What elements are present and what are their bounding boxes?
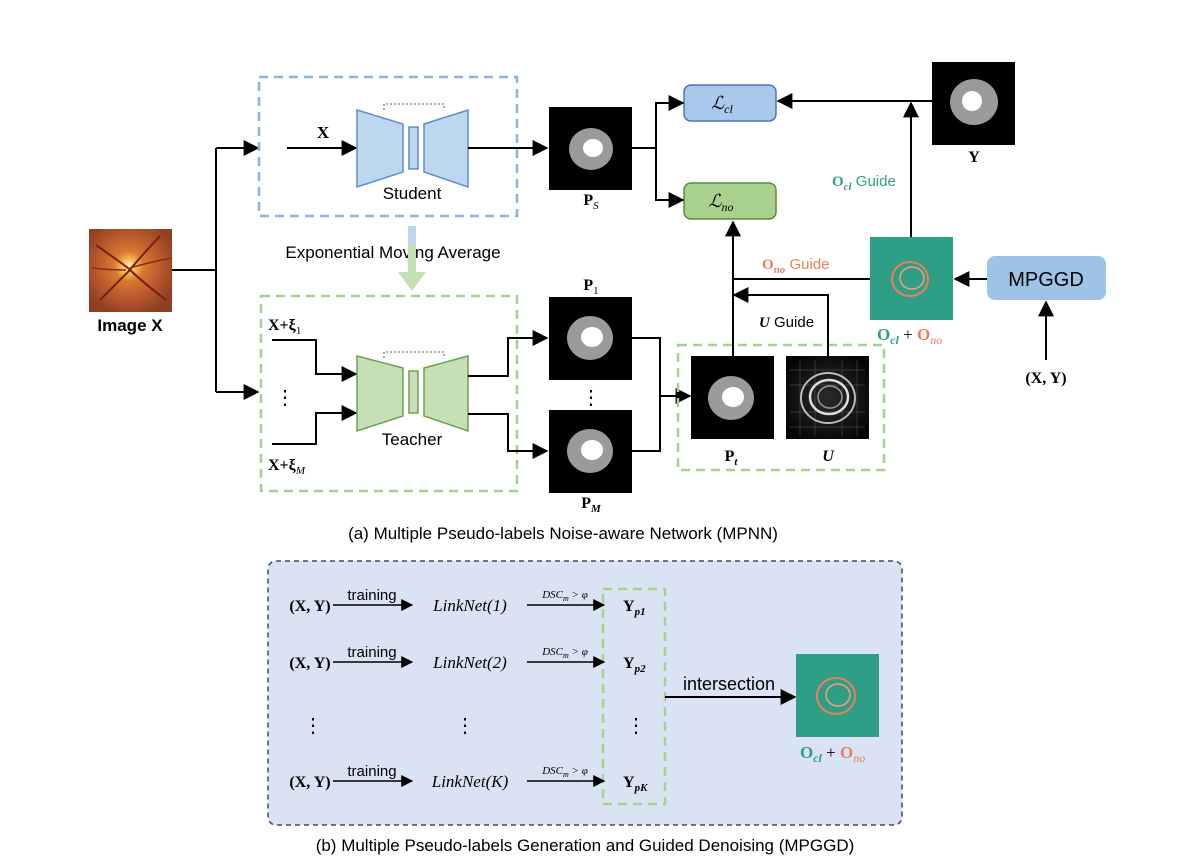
result-ocl-ono-image <box>796 654 879 737</box>
rowk-xy: (X, Y) <box>289 774 330 791</box>
loss-no-box: ℒno <box>683 182 777 220</box>
uncertainty-map-image <box>786 356 869 439</box>
rowk-condition: DSCm > φ <box>541 765 588 779</box>
row1-training: training <box>347 587 396 604</box>
panel-b-row-2: (X, Y) training LinkNet(2) DSCm > φ Yp2 <box>289 644 646 675</box>
loss-cl-box: ℒcl <box>683 84 777 122</box>
row2-condition: DSCm > φ <box>541 646 588 660</box>
row1-xy: (X, Y) <box>289 598 330 615</box>
ono-guide-label: Ono Guide <box>762 256 830 276</box>
row2-training: training <box>347 644 396 661</box>
p1-prediction-image <box>549 297 632 380</box>
p-to-pt-lines <box>632 337 692 452</box>
pm-prediction-image <box>549 410 632 493</box>
x-input-label: X <box>317 123 330 142</box>
row2-xy: (X, Y) <box>289 655 330 672</box>
ps-to-loss-lines <box>632 95 685 208</box>
rowk-linknet: LinkNet(K) <box>431 772 509 791</box>
u-guide-label: U Guide <box>759 314 814 331</box>
loss-cl-text: ℒcl <box>711 93 733 116</box>
pt-image <box>691 356 774 439</box>
ono-guide-arrow <box>725 220 870 280</box>
caption-a: (a) Multiple Pseudo-labels Noise-aware N… <box>348 524 778 543</box>
row1-linknet: LinkNet(1) <box>432 596 507 615</box>
y-label: Y <box>968 149 980 166</box>
u-label: U <box>822 448 835 465</box>
image-branch-lines <box>172 140 260 400</box>
p-dots: ⋮ <box>581 387 601 409</box>
ocl-plus-ono-label: Ocl + Ono <box>877 325 942 347</box>
student-dashed-box <box>257 75 519 218</box>
ema-label: Exponential Moving Average <box>285 243 500 262</box>
x-plus-xi-m-label: X+ξM <box>268 457 306 477</box>
ground-truth-y-image <box>932 62 1015 145</box>
caption-b: (b) Multiple Pseudo-labels Generation an… <box>316 836 855 855</box>
p1-label: P1 <box>583 277 598 297</box>
ps-label: PS <box>583 192 599 212</box>
teacher-input-dots: ⋮ <box>275 387 295 409</box>
row-dots-2: ⋮ <box>455 715 475 737</box>
loss-no-text: ℒno <box>709 191 734 214</box>
teacher-network <box>356 351 469 433</box>
teacher-dashed-box <box>259 294 519 493</box>
u-guide-arrows <box>732 280 829 356</box>
xy-label: (X, Y) <box>1025 370 1066 387</box>
student-network <box>356 103 469 189</box>
ocl-ono-image <box>870 237 953 320</box>
panel-b-row-1: (X, Y) training LinkNet(1) DSCm > φ Yp1 <box>289 587 645 618</box>
row1-condition: DSCm > φ <box>541 589 588 603</box>
image-x-label: Image X <box>97 316 163 335</box>
row1-y: Yp1 <box>623 598 646 618</box>
teacher-output-lines <box>468 330 549 459</box>
panel-b-row-k: (X, Y) training LinkNet(K) DSCm > φ YpK <box>289 763 648 794</box>
panel-b-box <box>267 560 903 826</box>
pt-label: Pt <box>725 448 739 468</box>
row2-y: Yp2 <box>623 655 646 675</box>
intersection-label: intersection <box>683 674 775 694</box>
mpggd-box: MPGGD <box>987 256 1106 300</box>
rowk-y: YpK <box>623 774 648 794</box>
pm-label: PM <box>581 495 602 515</box>
mpggd-label: MPGGD <box>1008 269 1084 291</box>
student-label: Student <box>383 184 442 203</box>
teacher-input-lines <box>272 339 358 445</box>
row-dots-3: ⋮ <box>626 715 646 737</box>
teacher-label: Teacher <box>382 430 443 449</box>
fundus-image <box>89 229 173 312</box>
row-dots-1: ⋮ <box>303 715 323 737</box>
ocl-guide-label: Ocl Guide <box>832 173 896 193</box>
row2-linknet: LinkNet(2) <box>432 653 507 672</box>
ps-prediction-image <box>549 107 632 190</box>
result-ocl-plus-ono-label: Ocl + Ono <box>800 743 865 765</box>
rowk-training: training <box>347 763 396 780</box>
ema-arrow <box>398 226 426 291</box>
x-plus-xi-1-label: X+ξ1 <box>268 317 301 337</box>
